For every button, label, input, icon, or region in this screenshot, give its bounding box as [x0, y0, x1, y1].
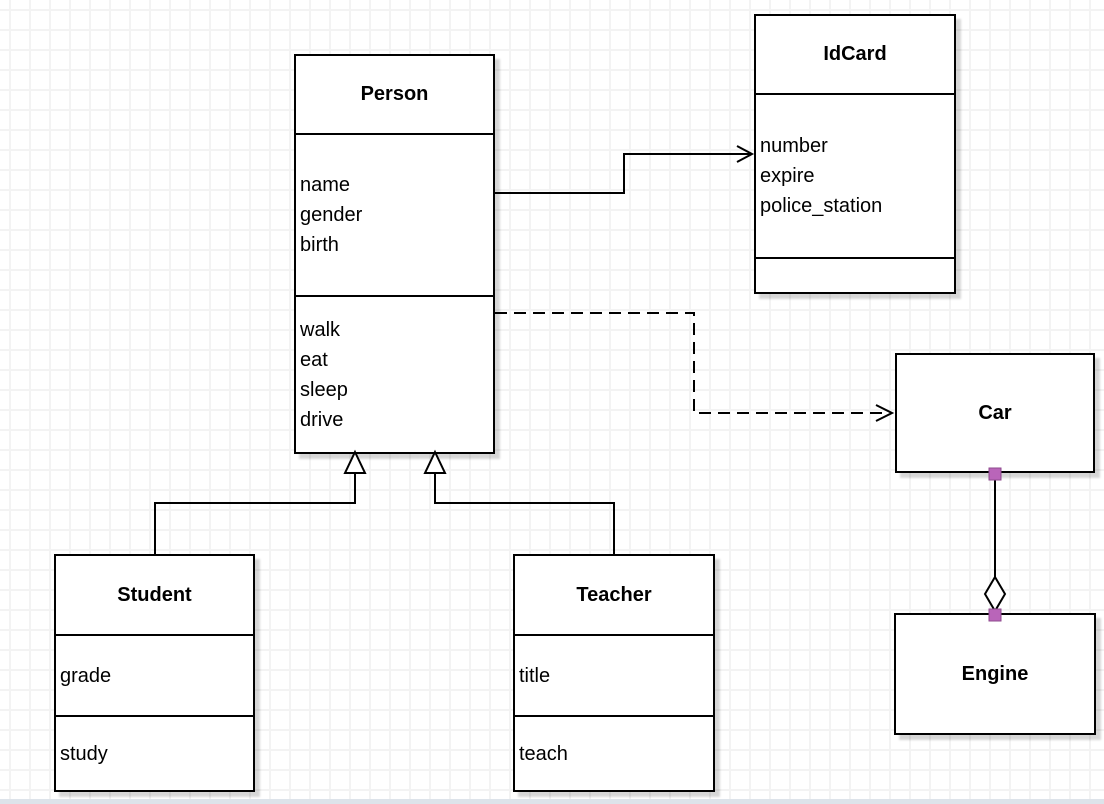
edge-generalization-teacher-person[interactable] — [423, 449, 615, 554]
class-idcard[interactable]: IdCard number expire police_station — [754, 14, 956, 294]
class-idcard-title: IdCard — [823, 43, 887, 65]
open-arrowhead-car — [875, 404, 895, 422]
class-idcard-methods — [756, 257, 954, 292]
class-person-attributes: name gender birth — [296, 133, 493, 295]
class-engine[interactable]: Engine — [894, 613, 1096, 735]
endpoint-handle-engine[interactable] — [988, 608, 1002, 622]
class-teacher-methods: teach — [515, 715, 713, 790]
endpoint-handle-car[interactable] — [988, 467, 1002, 481]
class-teacher[interactable]: Teacher title teach — [513, 554, 715, 792]
class-student-methods: study — [56, 715, 253, 790]
dependency-line[interactable] — [495, 312, 888, 414]
association-line[interactable] — [495, 153, 750, 194]
class-student[interactable]: Student grade study — [54, 554, 255, 792]
edge-aggregation-car-engine[interactable] — [983, 467, 1007, 622]
class-student-attributes: grade — [56, 634, 253, 715]
edge-generalization-student-person[interactable] — [154, 449, 367, 554]
hollow-triangle-teacher — [423, 449, 447, 474]
class-car[interactable]: Car — [895, 353, 1095, 473]
class-person-title: Person — [360, 83, 429, 105]
class-student-title: Student — [117, 583, 192, 606]
open-arrowhead-idcard — [736, 145, 755, 163]
class-teacher-title: Teacher — [576, 583, 652, 606]
edge-association-person-idcard[interactable] — [495, 145, 755, 194]
edge-dependency-person-car[interactable] — [495, 312, 895, 422]
generalization-line-teacher[interactable] — [434, 473, 615, 554]
class-person[interactable]: Person name gender birth walk eat sleep … — [294, 54, 495, 454]
class-idcard-attributes: number expire police_station — [756, 93, 954, 257]
hollow-triangle-student — [343, 449, 367, 474]
class-car-title: Car — [978, 401, 1012, 424]
class-person-methods: walk eat sleep drive — [296, 295, 493, 452]
class-teacher-attributes: title — [515, 634, 713, 715]
class-engine-title: Engine — [961, 662, 1029, 685]
generalization-line-student[interactable] — [154, 473, 356, 554]
canvas-bottom-edge — [0, 799, 1104, 804]
hollow-diamond-engine — [983, 575, 1007, 613]
